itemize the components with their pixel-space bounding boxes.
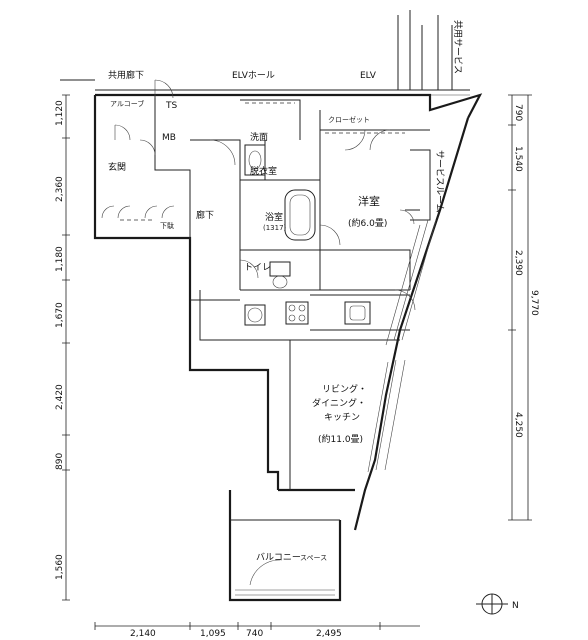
shared-service-space-label: 共用サービス <box>452 20 463 74</box>
hallway-label: 廊下 <box>196 209 214 221</box>
dim-left-5: 2,420 <box>55 384 65 410</box>
bathtub <box>284 189 316 241</box>
washroom-label: 洗面 <box>250 131 268 143</box>
service-space-right-label: サービスルーム <box>434 150 445 213</box>
left-dimensions: 1,120 2,360 1,180 1,670 2,420 890 1,560 <box>55 94 70 601</box>
dim-left-1: 1,120 <box>55 100 65 126</box>
dim-left-2: 2,360 <box>55 176 65 202</box>
dim-left-4: 1,670 <box>55 302 65 328</box>
mb-label: MB <box>162 133 176 143</box>
dim-bottom-1: 2,140 <box>130 629 156 639</box>
dim-right-total: 9,770 <box>529 290 539 316</box>
vertical-labels: サービスルーム 共用サービス <box>434 20 463 213</box>
washing-machine <box>244 304 266 326</box>
washbasin <box>244 144 266 176</box>
bath-label: 浴室 <box>265 211 283 223</box>
closet-label: クローゼット <box>328 115 370 124</box>
dim-bottom-2: 1,095 <box>200 629 226 639</box>
compass: N <box>476 593 519 615</box>
exterior-structure <box>60 10 470 96</box>
ldk-label-line2: ダイニング・ <box>312 397 366 409</box>
dim-left-3: 1,180 <box>55 246 65 272</box>
outer-walls <box>93 93 483 602</box>
shoe-label: 下駄 <box>160 221 174 230</box>
bath-size-label: (1317) <box>263 224 287 232</box>
dim-left-7: 1,560 <box>55 554 65 580</box>
fixtures <box>120 102 410 331</box>
balcony-label: バルコニー <box>256 552 301 563</box>
windows <box>235 219 437 596</box>
ldk-size-label: (約11.0畳) <box>318 433 363 445</box>
bedroom-size-label: (約6.0畳) <box>348 217 387 229</box>
doors <box>101 79 416 586</box>
dim-bottom-4: 2,495 <box>316 629 342 639</box>
toilet-label: トイレ <box>244 263 271 273</box>
ldk-label-line3: キッチン <box>324 412 360 423</box>
elv-hall-label: ELVホール <box>232 70 275 81</box>
dim-bottom-3: 740 <box>246 629 263 639</box>
compass-north: N <box>512 601 519 611</box>
dim-right-3: 2,390 <box>513 250 523 276</box>
dim-right-4: 4,250 <box>513 412 523 438</box>
elv-label: ELV <box>360 71 377 81</box>
corridor-label: 共用廊下 <box>108 69 144 81</box>
right-dimensions: 790 1,540 2,390 4,250 9,770 <box>508 94 539 521</box>
stove <box>285 301 309 325</box>
entrance-label: 玄関 <box>108 161 126 173</box>
ldk-label-line1: リビング・ <box>322 383 367 395</box>
dim-right-2: 1,540 <box>513 146 523 172</box>
ts-label: TS <box>165 101 177 111</box>
kitchen-sink <box>344 301 371 325</box>
dressing-label: 脱衣室 <box>250 165 277 177</box>
bedroom-label: 洋室 <box>358 194 380 208</box>
room-labels: 共用廊下 ELVホール ELV アルコーブ TS MB 玄関 下駄 廊下 洗面 … <box>108 69 387 563</box>
dim-right-1: 790 <box>513 104 523 121</box>
toilet-fixture <box>269 261 291 277</box>
bottom-dimensions: 2,140 1,095 740 2,495 <box>94 622 420 639</box>
dim-left-6: 890 <box>55 453 65 470</box>
service-space-bottom-label: スペース <box>300 554 327 562</box>
alcove-label: アルコーブ <box>110 99 144 108</box>
